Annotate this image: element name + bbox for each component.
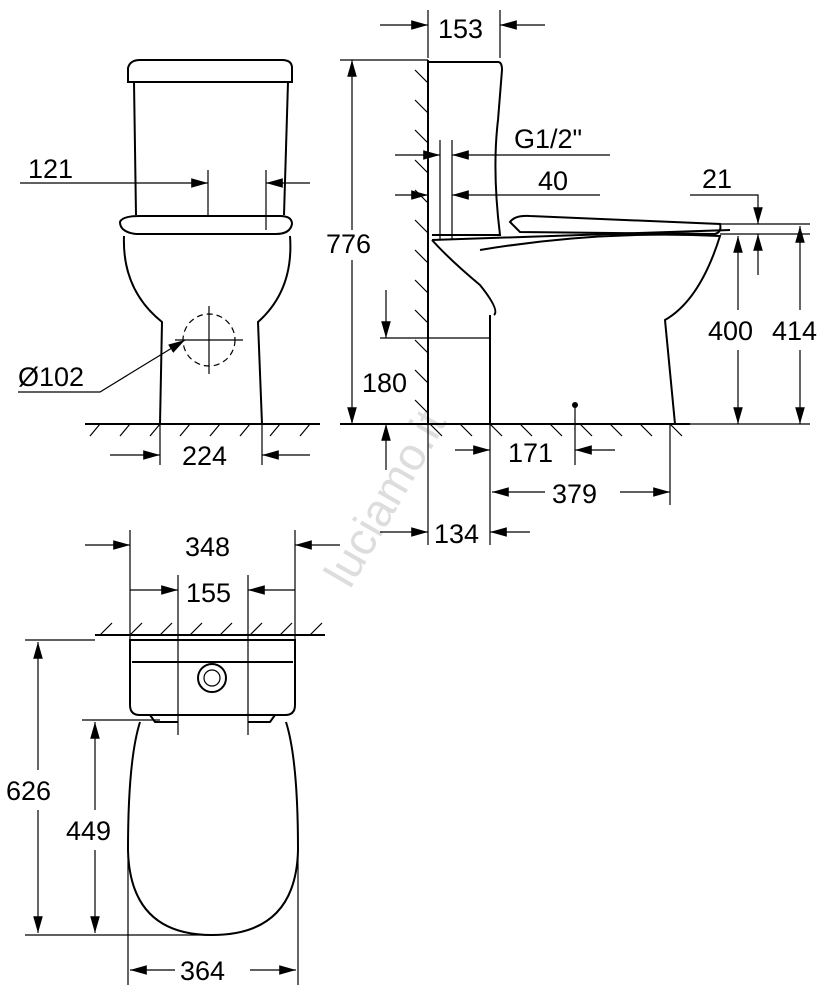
dim-180: 180 <box>362 368 407 398</box>
dim-414: 414 <box>772 316 817 346</box>
dim-449: 449 <box>66 816 111 846</box>
top-view: 348 155 626 449 364 <box>6 530 340 986</box>
dim-379: 379 <box>552 479 597 509</box>
dim-364: 364 <box>180 956 225 986</box>
side-view: 153 776 G1/2" 40 21 400 414 180 171 379 … <box>326 10 817 549</box>
dim-224: 224 <box>182 441 227 471</box>
dim-348: 348 <box>185 532 230 562</box>
watermark: luciamo.it <box>314 401 456 595</box>
dim-21: 21 <box>702 164 732 194</box>
dim-171: 171 <box>508 438 553 468</box>
dim-626: 626 <box>6 776 51 806</box>
front-view: 121 Ø102 224 <box>18 59 320 471</box>
dim-155: 155 <box>186 578 231 608</box>
dim-153: 153 <box>438 14 483 44</box>
dim-121: 121 <box>28 154 73 184</box>
dim-g-1-2: G1/2" <box>514 124 582 154</box>
dim-134: 134 <box>434 519 479 549</box>
dim-400: 400 <box>708 316 753 346</box>
dim-diameter-102: Ø102 <box>18 362 84 392</box>
dim-40: 40 <box>538 166 568 196</box>
dim-776: 776 <box>326 229 371 259</box>
